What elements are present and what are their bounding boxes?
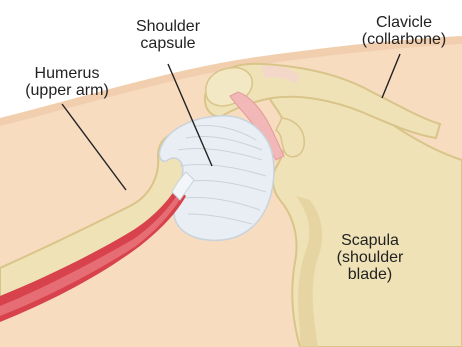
capsule-label: Shoulder capsule [118,18,218,52]
capsule-label-line1: Shoulder [118,18,218,35]
scapula-label-line2: (shoulder [324,249,416,266]
scapula-label-line1: Scapula [324,232,416,249]
humerus-label: Humerus (upper arm) [8,65,126,99]
capsule-label-line2: capsule [118,35,218,52]
scapula-label-line3: blade) [324,266,416,283]
humerus-label-line1: Humerus [8,65,126,82]
clavicle-label: Clavicle (collarbone) [350,14,458,48]
clavicle-label-line1: Clavicle [350,14,458,31]
clavicle-label-line2: (collarbone) [350,31,458,48]
humerus-label-line2: (upper arm) [8,82,126,99]
scapula-label: Scapula (shoulder blade) [324,232,416,283]
